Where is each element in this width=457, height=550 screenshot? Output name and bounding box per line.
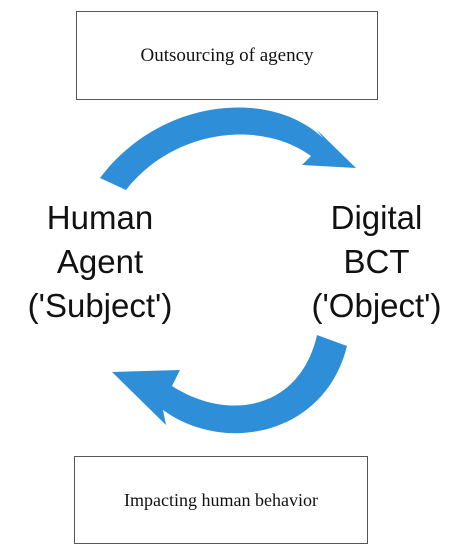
human-agent-node: Human Agent ('Subject') — [0, 196, 200, 328]
digital-bct-node: Digital BCT ('Object') — [296, 196, 457, 328]
impacting-human-behavior-label: Impacting human behavior — [124, 489, 318, 510]
outsourcing-of-agency-label: Outsourcing of agency — [140, 44, 314, 66]
human-agent-line3: ('Subject') — [27, 287, 173, 324]
human-agent-line2: Agent — [56, 243, 144, 280]
impacting-human-behavior-box: Impacting human behavior — [74, 456, 368, 544]
digital-bct-line3: ('Object') — [311, 287, 442, 324]
bottom-arrow — [112, 335, 347, 434]
digital-bct-line1: Digital — [330, 199, 423, 236]
top-arrow — [100, 107, 356, 190]
outsourcing-of-agency-box: Outsourcing of agency — [76, 11, 378, 100]
digital-bct-line2: BCT — [343, 243, 410, 280]
human-agent-line1: Human — [46, 199, 154, 236]
